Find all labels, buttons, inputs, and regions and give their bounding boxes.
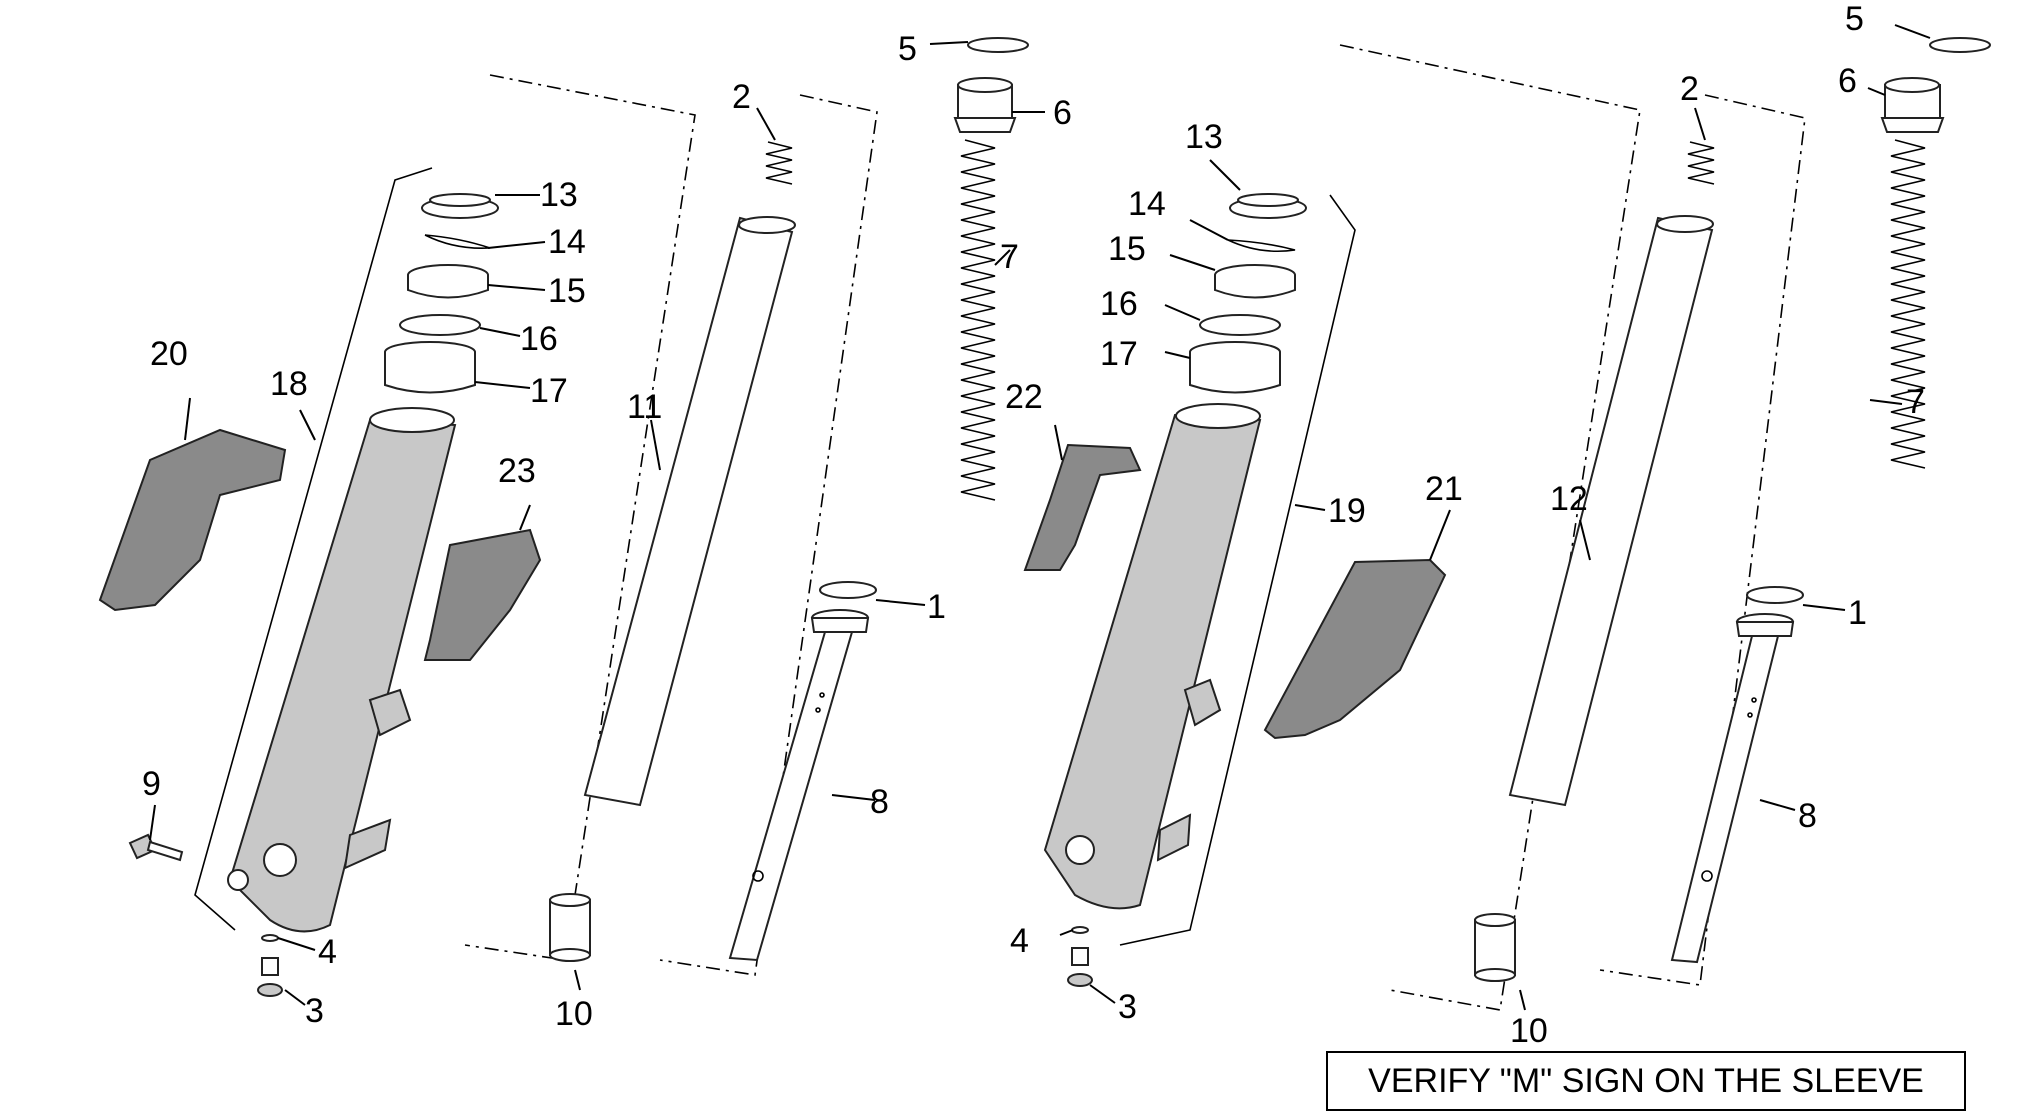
o-ring-5-right (1929, 37, 1991, 53)
callout-7-left: 7 (1000, 238, 1019, 276)
callout-14-left: 14 (548, 223, 586, 261)
callout-4-right: 4 (1010, 922, 1029, 960)
cap-6-right (1880, 77, 1945, 133)
bush-10-left (549, 893, 591, 962)
callout-3-left: 3 (305, 992, 324, 1030)
washer-4-left (261, 934, 279, 942)
spring-7-right (1890, 139, 1926, 469)
verify-sign-note: VERIFY "M" SIGN ON THE SLEEVE (1326, 1051, 1966, 1111)
ring-15-right (1214, 264, 1296, 299)
tube-11 (583, 216, 796, 807)
callout-22: 22 (1005, 378, 1043, 416)
o-ring-5-left (967, 37, 1029, 53)
callout-15-right: 15 (1108, 230, 1146, 268)
callout-2-right: 2 (1680, 70, 1699, 108)
bush-17-right (1189, 341, 1281, 394)
callout-8-left: 8 (870, 783, 889, 821)
ring-15-left (407, 264, 489, 299)
callout-17-right: 17 (1100, 335, 1138, 373)
bolt-9 (128, 833, 184, 862)
callout-4-left: 4 (318, 933, 337, 971)
washer-16-right (1199, 314, 1281, 336)
callout-16-right: 16 (1100, 285, 1138, 323)
callout-15-left: 15 (548, 272, 586, 310)
callout-21: 21 (1425, 470, 1463, 508)
washer-16-left (399, 314, 481, 336)
callout-14-right: 14 (1128, 185, 1166, 223)
guard-20 (98, 428, 287, 612)
bush-17-left (384, 341, 476, 394)
callout-17-left: 17 (530, 372, 568, 410)
callout-7-right: 7 (1906, 383, 1925, 421)
clip-14-right (1227, 239, 1296, 253)
callout-9: 9 (142, 765, 161, 803)
spring-7-left (960, 139, 996, 501)
bush-10-right (1474, 913, 1516, 982)
callout-8-right: 8 (1798, 797, 1817, 835)
callout-16-left: 16 (520, 320, 558, 358)
cap-6-left (953, 77, 1017, 133)
leader-lines (149, 24, 1931, 1011)
frame-right-leg (1119, 194, 1356, 946)
tube-12 (1508, 215, 1714, 807)
callout-19: 19 (1328, 492, 1366, 530)
spring-2-left (765, 141, 793, 185)
damper-rod-8-right (1670, 613, 1795, 964)
screw-3-right (1067, 947, 1093, 987)
bracket-22 (1023, 443, 1142, 571)
callout-6-left: 6 (1053, 94, 1072, 132)
washer-4-right (1071, 926, 1089, 934)
callout-10-left: 10 (555, 995, 593, 1033)
washer-1-left (819, 581, 877, 599)
frame-left-inner (659, 94, 878, 976)
fork-slider-18 (227, 407, 457, 933)
frame-right-inner (1599, 94, 1806, 986)
callout-5-right: 5 (1845, 0, 1864, 38)
bracket-23 (423, 528, 542, 661)
damper-rod-8-left (728, 609, 870, 962)
frame-left-outer (464, 74, 696, 961)
callout-23: 23 (498, 452, 536, 490)
callout-3-right: 3 (1118, 988, 1137, 1026)
callout-13-left: 13 (540, 176, 578, 214)
callout-10-right: 10 (1510, 1012, 1548, 1050)
frame-left-leg (194, 167, 433, 931)
callout-1-right: 1 (1848, 594, 1867, 632)
callout-5-left: 5 (898, 30, 917, 68)
callout-20: 20 (150, 335, 188, 373)
callout-labels: 5 2 6 13 14 15 16 17 7 1 8 11 10 20 18 2… (142, 0, 1925, 1050)
callout-1-left: 1 (927, 588, 946, 626)
callout-13-right: 13 (1185, 118, 1223, 156)
callout-18: 18 (270, 365, 308, 403)
guard-21 (1263, 558, 1447, 740)
callout-11: 11 (627, 388, 662, 426)
spring-2-right (1687, 141, 1715, 185)
callout-6-right: 6 (1838, 62, 1857, 100)
screw-3-left (257, 957, 283, 997)
callout-2-left: 2 (732, 78, 751, 116)
clip-14-left (424, 234, 491, 250)
fork-slider-19 (1043, 403, 1262, 910)
washer-1-right (1746, 586, 1804, 604)
callout-12: 12 (1550, 480, 1588, 518)
